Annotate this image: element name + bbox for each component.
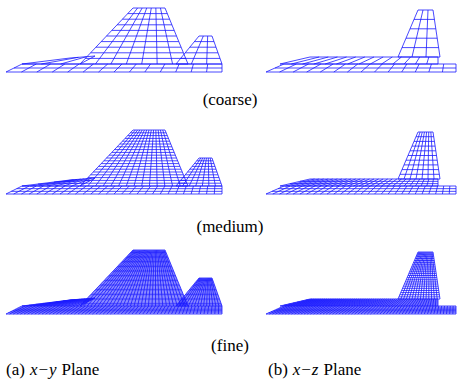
mesh-grid	[266, 64, 456, 72]
mesh-label: (a)	[6, 361, 25, 380]
mesh-grid	[266, 186, 456, 194]
mesh-grid	[176, 278, 222, 306]
mesh-label: Plane	[61, 361, 99, 380]
mesh-grid	[280, 57, 438, 64]
mesh-grid	[80, 130, 188, 186]
mesh-grid	[280, 179, 438, 186]
mesh-grid	[6, 306, 222, 314]
mesh-label: x−y	[30, 361, 57, 380]
mesh-label: (b)	[268, 361, 288, 380]
subfigure-caption: (a) x−yPlane	[6, 361, 99, 380]
mesh-grid	[6, 64, 222, 72]
mesh-label: x−z	[293, 361, 319, 380]
mesh-grid	[80, 250, 188, 306]
mesh-label: (coarse)	[203, 91, 258, 110]
mesh-grid	[398, 252, 440, 299]
mesh-label: (fine)	[211, 337, 249, 356]
subfigure-caption: (b) x−zPlane	[268, 361, 361, 380]
mesh-grid	[398, 10, 440, 57]
mesh-grid	[176, 36, 222, 64]
mesh-label: Plane	[323, 361, 361, 380]
mesh-grid	[176, 158, 222, 186]
mesh-grid	[6, 186, 222, 194]
mesh-label: (medium)	[196, 218, 263, 237]
mesh-grid	[266, 306, 456, 314]
mesh-grid	[280, 299, 438, 306]
mesh-grid	[80, 8, 188, 64]
mesh-grid	[398, 132, 440, 179]
